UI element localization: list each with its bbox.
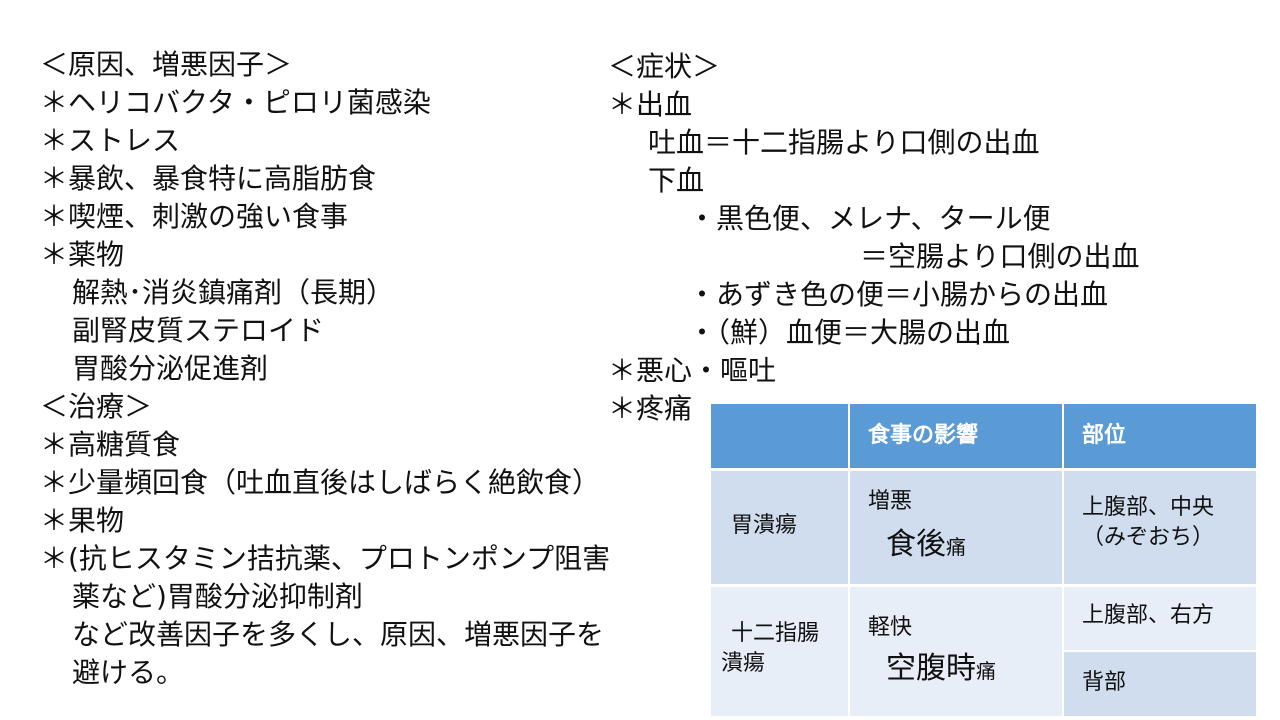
pain-suffix: 痛 [946,535,966,559]
right-column: ＜症状＞ ＊出血 吐血＝十二指腸より口側の出血 下血 ・黒色便、メレナ、タール便… [608,48,1280,428]
pain-suffix: 痛 [976,659,996,683]
symptom-item: ＊出血 [608,88,693,121]
treatment-note: 避ける。 [72,656,185,689]
treatment-note: など改善因子を多くし、原因、増悪因子を [72,618,605,651]
row-location-duodenal-ulcer: 上腹部、右方 [1064,587,1256,650]
row-location-back: 背部 [1064,652,1256,716]
row-effect-gastric-ulcer: 増悪 食後痛 [850,471,1062,584]
symptom-bullet-cont: ＝空腸より口側の出血 [860,240,1140,273]
row-effect-duodenal-ulcer: 軽快 空腹時痛 [850,587,1062,716]
pain-time: 空腹時 [886,651,976,686]
symptom-bullet: ・あずき色の便＝小腸からの出血 [688,278,1109,311]
symptom-item: ＊悪心・嘔吐 [608,354,777,387]
symptom-sub: 下血 [648,164,705,197]
treatment-item: ＊果物 [40,504,125,537]
symptom-item: ＊疼痛 [608,392,693,425]
symptom-heading: ＜症状＞ [608,50,721,83]
symptom-bullet: ・（鮮）血便＝大腸の出血 [688,316,1011,349]
cause-item: ＊薬物 [40,238,125,271]
symptom-bullet: ・黒色便、メレナ、タール便 [688,202,1051,235]
symptom-sub: 吐血＝十二指腸より口側の出血 [648,126,1040,159]
pain-time: 食後 [886,527,946,562]
drug-item: 副腎皮質ステロイド [72,314,325,347]
row-name-duodenal-ulcer: 十二指腸 潰瘍 [711,587,848,716]
treatment-item: ＊(抗ヒスタミン拮抗薬、プロトンポンプ阻害 [40,542,611,575]
treatment-heading: ＜治療＞ [40,390,153,423]
header-cell-effect: 食事の影響 [850,404,1062,468]
drug-item: 胃酸分泌促進剤 [72,352,269,385]
ulcer-comparison-table: 食事の影響 部位 胃潰瘍 増悪 食後痛 上腹部、中央 （みぞおち） 十二指腸 潰… [711,404,1256,716]
header-cell-location: 部位 [1064,404,1256,468]
cause-item: ＊ストレス [40,124,181,157]
treatment-item: ＊少量頻回食（吐血直後はしばらく絶飲食） [40,466,601,499]
cause-heading: ＜原因、増悪因子＞ [40,48,293,81]
cause-item: ＊暴飲、暴食特に高脂肪食 [40,162,377,195]
row-name-gastric-ulcer: 胃潰瘍 [711,471,848,584]
cause-item: ＊ヘリコバクタ・ピロリ菌感染 [40,86,431,119]
treatment-item-cont: 薬など)胃酸分泌抑制剤 [72,580,363,613]
row-location-gastric-ulcer: 上腹部、中央 （みぞおち） [1064,471,1256,584]
header-cell-empty [711,404,848,468]
left-column: ＜原因、増悪因子＞ ＊ヘリコバクタ・ピロリ菌感染 ＊ストレス ＊暴飲、暴食特に高… [40,46,700,706]
treatment-item: ＊高糖質食 [40,428,181,461]
drug-item: 解熱･消炎鎮痛剤（長期） [72,276,395,309]
cause-item: ＊喫煙、刺激の強い食事 [40,200,349,233]
